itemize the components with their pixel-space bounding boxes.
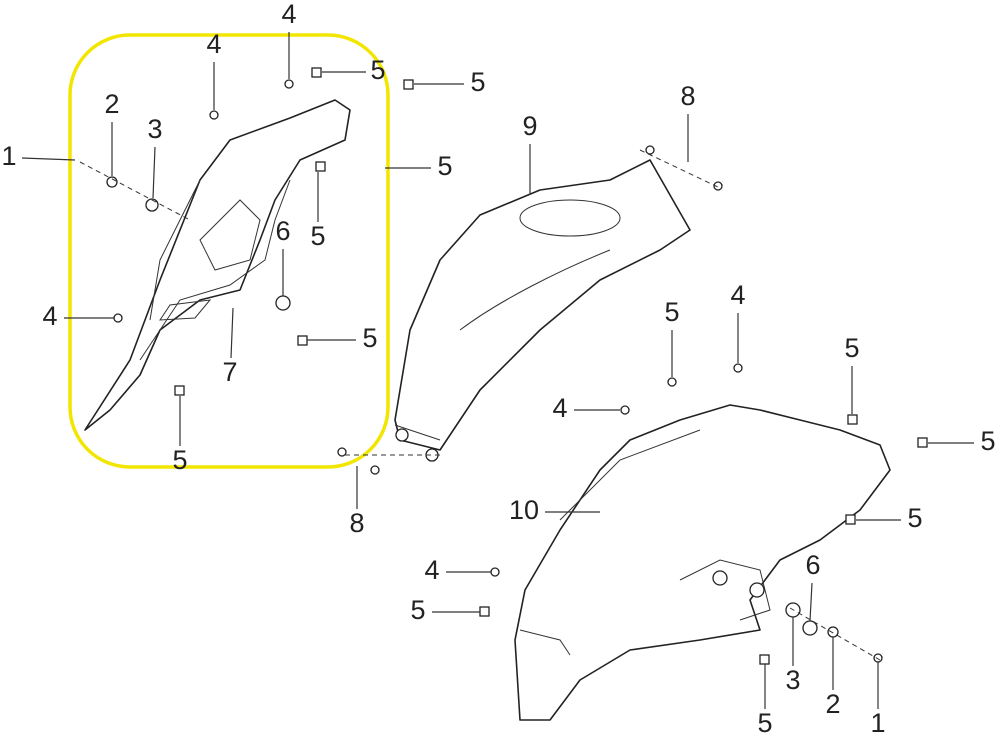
callout-5: 5 xyxy=(470,67,485,97)
callout-4: 4 xyxy=(730,280,745,310)
leader-lines xyxy=(21,32,974,709)
callout-10: 10 xyxy=(509,495,539,525)
callout-3: 3 xyxy=(785,665,800,695)
callout-5: 5 xyxy=(664,297,679,327)
callout-4: 4 xyxy=(424,555,439,585)
callout-4: 4 xyxy=(206,29,221,59)
highlight-box xyxy=(68,33,390,469)
callout-5: 5 xyxy=(980,426,995,456)
callout-6: 6 xyxy=(275,216,290,246)
callout-6: 6 xyxy=(805,550,820,580)
left-side-cover xyxy=(84,99,351,431)
callout-5: 5 xyxy=(410,595,425,625)
callout-5: 5 xyxy=(907,503,922,533)
callout-5: 5 xyxy=(437,151,452,181)
callout-5: 5 xyxy=(370,55,385,85)
tank-cover xyxy=(394,159,691,462)
callout-9: 9 xyxy=(522,111,537,141)
callout-4: 4 xyxy=(42,301,57,331)
callout-5: 5 xyxy=(757,708,772,738)
callout-5: 5 xyxy=(844,333,859,363)
callout-2: 2 xyxy=(825,689,840,719)
callout-3: 3 xyxy=(147,114,162,144)
callout-5: 5 xyxy=(172,445,187,475)
callout-4: 4 xyxy=(552,393,567,423)
right-side-cover xyxy=(514,404,891,721)
callout-1: 1 xyxy=(870,708,885,738)
callout-8: 8 xyxy=(349,508,364,538)
callout-7: 7 xyxy=(222,357,237,387)
callout-2: 2 xyxy=(104,89,119,119)
callout-8: 8 xyxy=(680,81,695,111)
callout-5: 5 xyxy=(362,323,377,353)
callout-1: 1 xyxy=(1,141,16,171)
callout-5: 5 xyxy=(310,221,325,251)
callout-4: 4 xyxy=(281,0,296,29)
